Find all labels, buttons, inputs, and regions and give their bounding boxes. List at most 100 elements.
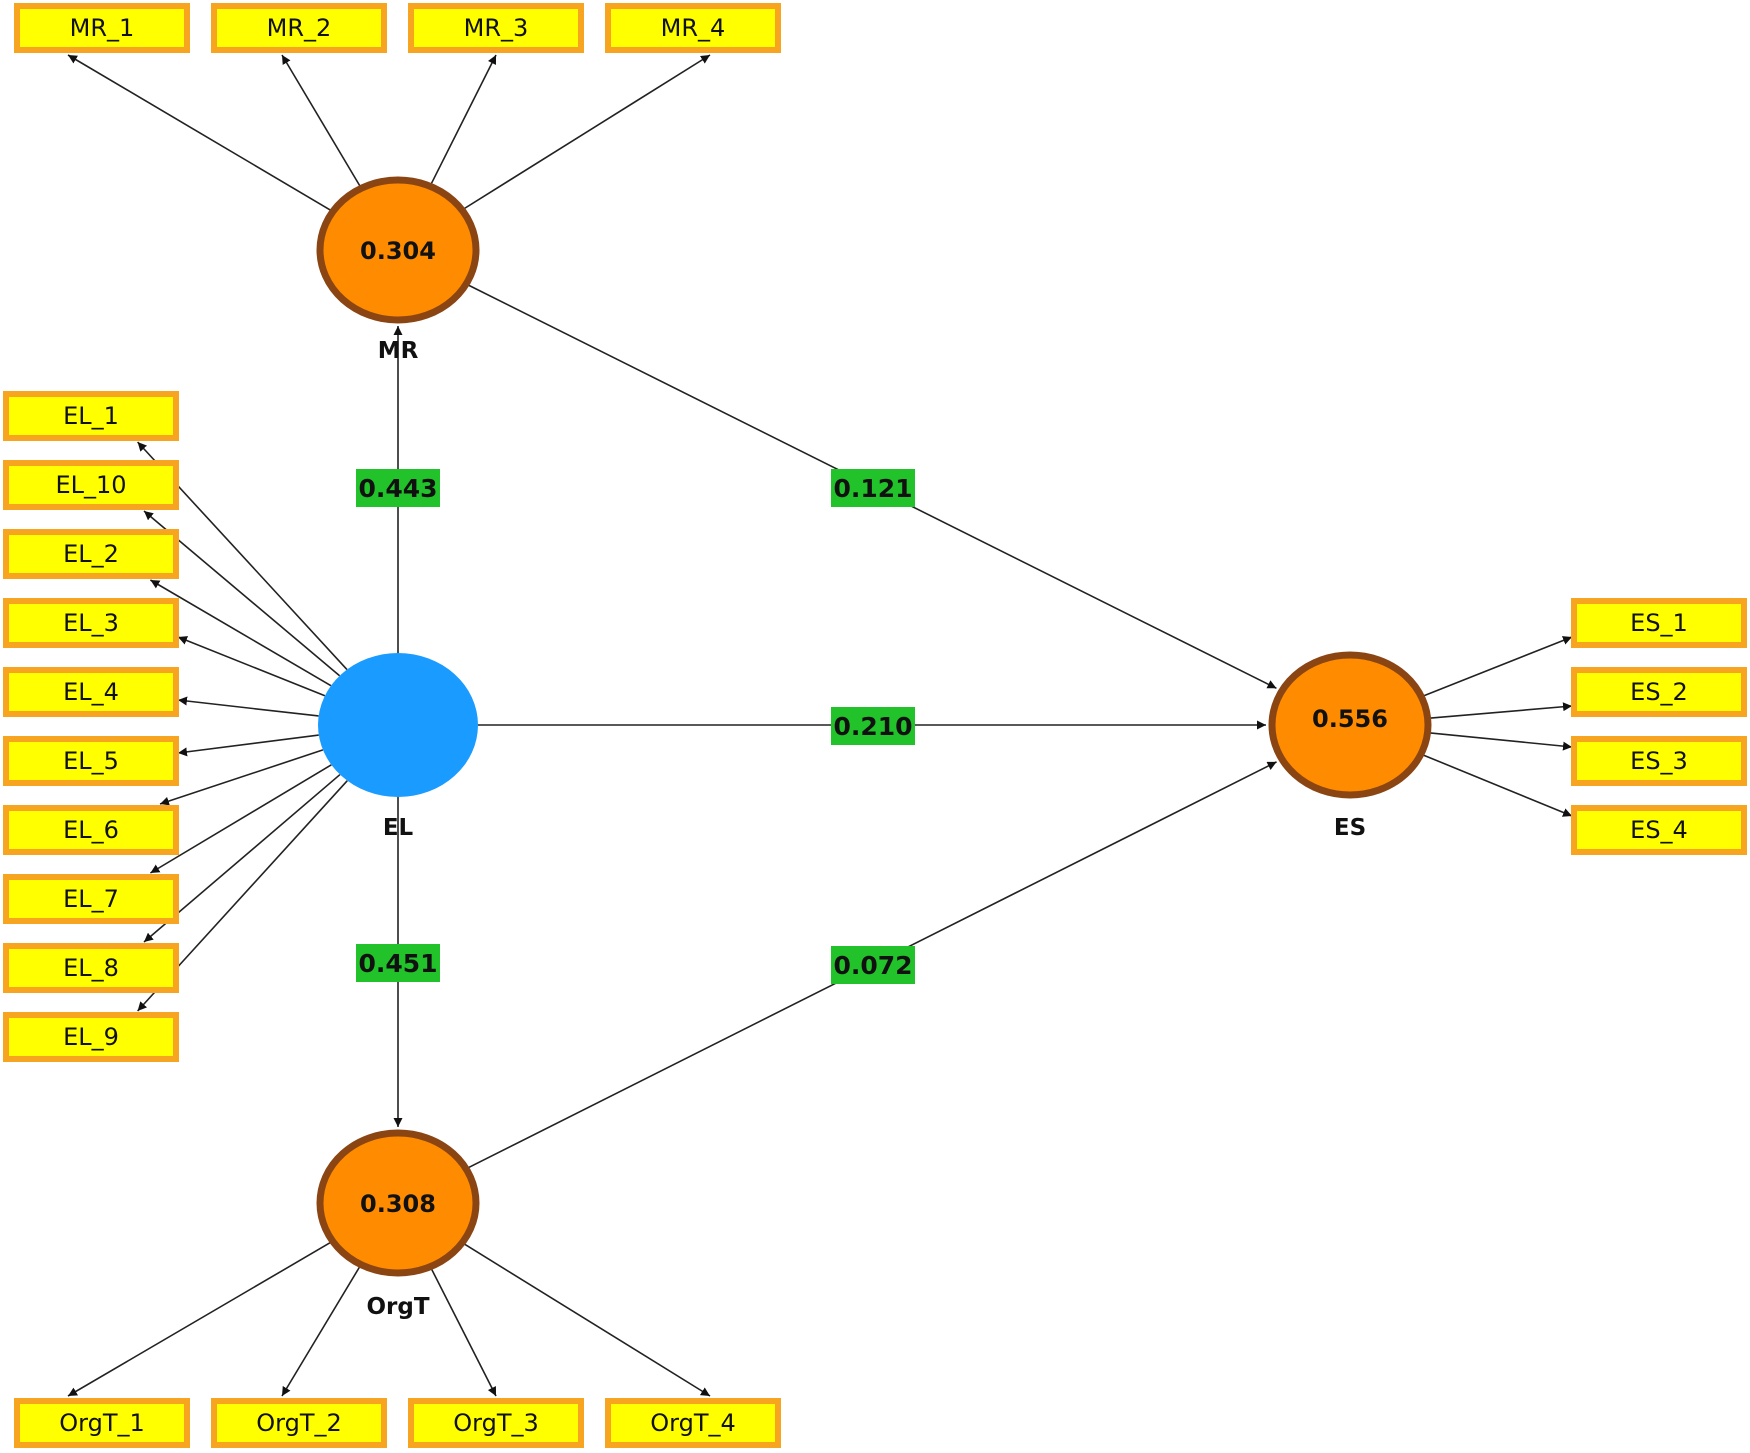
indicator-label: EL_4 — [63, 678, 119, 706]
indicator-box — [3, 1012, 179, 1062]
indicator-label: EL_2 — [63, 540, 119, 568]
latent-circle — [316, 1129, 480, 1277]
indicator-box — [3, 805, 179, 855]
latent-label: EL — [383, 815, 414, 841]
indicator-el-2[interactable]: EL_2 — [3, 529, 179, 579]
indicator-box — [14, 3, 190, 53]
indicator-arrow-el-2 — [149, 579, 332, 687]
indicator-arrow-el-7 — [149, 764, 332, 874]
indicator-el-6[interactable]: EL_6 — [3, 805, 179, 855]
indicator-label: MR_2 — [267, 14, 332, 42]
indicator-el-1[interactable]: EL_1 — [3, 391, 179, 441]
indicator-box — [1571, 667, 1747, 717]
indicator-label: EL_1 — [63, 402, 119, 430]
indicator-box — [3, 736, 179, 786]
path-coefficient-el-es: 0.210 — [831, 707, 915, 745]
path-coefficient-mr-es: 0.121 — [831, 469, 915, 507]
indicator-el-3[interactable]: EL_3 — [3, 598, 179, 648]
indicator-box — [14, 1398, 190, 1448]
indicator-box — [605, 1398, 781, 1448]
indicator-label: OrgT_4 — [650, 1409, 736, 1437]
indicator-label: EL_6 — [63, 816, 119, 844]
indicator-mr-3[interactable]: MR_3 — [408, 3, 584, 53]
indicator-el-7[interactable]: EL_7 — [3, 874, 179, 924]
indicator-label: OrgT_1 — [59, 1409, 145, 1437]
coefficient-box — [831, 707, 915, 745]
indicator-mr-1[interactable]: MR_1 — [14, 3, 190, 53]
indicator-el-4[interactable]: EL_4 — [3, 667, 179, 717]
indicator-arrow-es-4 — [1420, 753, 1573, 817]
indicator-label: ES_2 — [1630, 678, 1688, 706]
indicator-orgt-3[interactable]: OrgT_3 — [408, 1398, 584, 1448]
indicator-el-5[interactable]: EL_5 — [3, 736, 179, 786]
indicator-orgt-1[interactable]: OrgT_1 — [14, 1398, 190, 1448]
indicator-label: MR_1 — [70, 14, 135, 42]
indicator-mr-4[interactable]: MR_4 — [605, 3, 781, 53]
indicator-el-9[interactable]: EL_9 — [3, 1012, 179, 1062]
indicator-arrow-es-3 — [1427, 731, 1573, 751]
indicator-es-2[interactable]: ES_2 — [1571, 667, 1747, 717]
indicator-arrow-orgt-2 — [281, 1264, 362, 1397]
indicator-el-10[interactable]: EL_10 — [3, 460, 179, 510]
latent-label: ES — [1334, 815, 1366, 841]
indicator-es-3[interactable]: ES_3 — [1571, 736, 1747, 786]
indicator-arrow-mr-1 — [67, 54, 334, 213]
indicator-label: OrgT_3 — [453, 1409, 539, 1437]
indicator-label: OrgT_2 — [256, 1409, 342, 1437]
indicator-box — [3, 598, 179, 648]
coefficient-value: 0.443 — [358, 474, 437, 503]
indicator-box — [3, 460, 179, 510]
indicator-arrow-orgt-1 — [67, 1240, 334, 1397]
indicator-box — [3, 529, 179, 579]
coefficient-value: 0.121 — [833, 474, 912, 503]
coefficient-box — [356, 944, 440, 982]
r-squared-value: 0.308 — [360, 1190, 436, 1218]
indicator-orgt-2[interactable]: OrgT_2 — [211, 1398, 387, 1448]
latent-label: OrgT — [366, 1294, 429, 1320]
indicator-arrow-el-4 — [177, 696, 319, 717]
indicator-box — [1571, 598, 1747, 648]
indicator-label: ES_4 — [1630, 816, 1688, 844]
indicator-label: MR_4 — [661, 14, 726, 42]
coefficient-box — [356, 469, 440, 507]
indicator-label: ES_3 — [1630, 747, 1688, 775]
coefficient-box — [831, 469, 915, 507]
indicator-label: EL_8 — [63, 954, 119, 982]
indicator-label: ES_1 — [1630, 609, 1688, 637]
path-coefficient-el-orgt: 0.451 — [356, 944, 440, 982]
indicator-box — [3, 874, 179, 924]
latent-circle — [316, 176, 480, 324]
indicator-arrow-mr-3 — [429, 54, 497, 187]
indicator-label: EL_10 — [55, 471, 126, 499]
indicator-label: EL_3 — [63, 609, 119, 637]
indicator-orgt-4[interactable]: OrgT_4 — [605, 1398, 781, 1448]
indicator-box — [3, 667, 179, 717]
indicator-label: EL_5 — [63, 747, 119, 775]
indicator-label: EL_7 — [63, 885, 119, 913]
indicator-arrow-orgt-3 — [429, 1266, 497, 1397]
indicator-el-8[interactable]: EL_8 — [3, 943, 179, 993]
indicator-arrow-el-6 — [159, 749, 324, 806]
indicator-mr-2[interactable]: MR_2 — [211, 3, 387, 53]
coefficient-value: 0.451 — [358, 949, 437, 978]
indicator-box — [211, 1398, 387, 1448]
coefficient-value: 0.210 — [833, 712, 912, 741]
r-squared-value: 0.556 — [1312, 705, 1388, 733]
coefficient-value: 0.072 — [833, 951, 912, 980]
indicator-arrow-el-3 — [177, 636, 326, 697]
indicator-es-1[interactable]: ES_1 — [1571, 598, 1747, 648]
indicator-arrow-es-2 — [1427, 702, 1573, 720]
latent-el[interactable]: EL — [318, 653, 478, 841]
indicator-arrow-mr-2 — [281, 54, 362, 189]
indicator-arrow-mr-4 — [461, 54, 711, 211]
indicator-arrow-orgt-4 — [461, 1242, 711, 1397]
indicator-es-4[interactable]: ES_4 — [1571, 805, 1747, 855]
indicator-box — [3, 943, 179, 993]
indicator-box — [211, 3, 387, 53]
indicator-box — [605, 3, 781, 53]
